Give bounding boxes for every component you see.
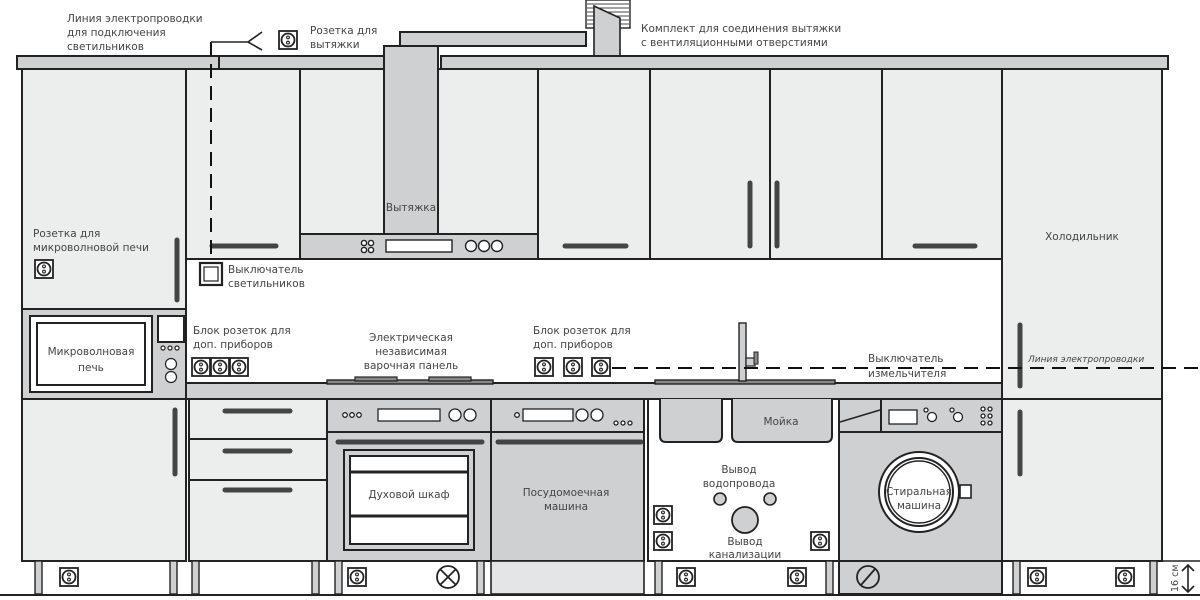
shredder-switch-label-1: Выключатель: [868, 353, 944, 365]
microwave-socket-label-1: Розетка для: [33, 228, 100, 240]
wiring-lights-label-2: для подключения: [67, 27, 166, 39]
socket-block-mid-icons: [534, 357, 611, 377]
hob-label-2: независимая: [375, 346, 447, 358]
vent-outlet-icon: [436, 565, 460, 589]
sewer-outlet-icon: [731, 506, 759, 534]
plinth-dimension: 16 см: [1170, 563, 1195, 594]
hob-label-3: варочная панель: [364, 360, 458, 372]
upper-top-board-right: [440, 55, 1169, 70]
hob-label-1: Электрическая: [369, 332, 453, 344]
dishwasher-label-2: машина: [544, 501, 588, 513]
fridge-label: Холодильник: [1045, 231, 1119, 243]
socket-block-mid-label-2: доп. приборов: [533, 339, 613, 351]
wiring-lights-label-1: Линия электропроводки: [67, 13, 203, 25]
socket-block-left-icons: [191, 357, 249, 377]
socket-block-left-label-2: доп. приборов: [193, 339, 273, 351]
hood-label: Вытяжка: [386, 202, 436, 214]
microwave-socket-label-2: микроволновой печи: [33, 242, 149, 254]
socket-block-mid-label-1: Блок розеток для: [533, 325, 631, 337]
hood-socket-lead: [211, 31, 263, 51]
plinth-height-label: 16 см: [1170, 565, 1181, 593]
water-outlet-label-1: Вывод: [721, 464, 756, 476]
water-outlet-right-icon: [763, 492, 777, 506]
washer-label-1: Стиральная: [886, 486, 952, 498]
oven-label: Духовой шкаф: [368, 489, 449, 501]
hob: [326, 376, 494, 385]
vent-kit-label-2: с вентиляционными отверстиями: [641, 37, 828, 49]
microwave-label-1: Микроволновая: [48, 346, 135, 358]
oven: Духовой шкаф: [326, 398, 492, 562]
washing-machine: Стиральная машина: [838, 398, 1003, 562]
upper-top-board-left: [16, 55, 220, 70]
light-switch-icon: [198, 261, 224, 287]
dishwasher-label-1: Посудомоечная: [523, 487, 610, 499]
washer-label-2: машина: [897, 500, 941, 512]
sink-label: Мойка: [763, 416, 798, 428]
fridge: Холодильник: [1001, 68, 1163, 562]
drain-outlet-icon: [856, 565, 880, 589]
light-switch-label-2: светильников: [228, 278, 305, 290]
upper-cabinets: [21, 68, 1003, 310]
microwave-column: Микроволновая печь: [21, 308, 187, 562]
microwave-label-2: печь: [78, 362, 104, 374]
sewer-outlet-label-1: Вывод: [727, 536, 762, 548]
wiring-lights-label-3: светильников: [67, 41, 144, 53]
dishwasher: Посудомоечная машина: [490, 398, 645, 562]
vent-kit-label-1: Комплект для соединения вытяжки: [641, 23, 841, 35]
countertop: [185, 382, 1003, 400]
microwave-socket-icon: [34, 259, 54, 279]
drawer-unit: [188, 398, 328, 562]
vent-kit: [585, 0, 631, 61]
shredder-switch-label-2: измельчителя: [868, 368, 946, 380]
wiring-line-label: Линия электропроводки: [1027, 355, 1144, 365]
hood: Вытяжка: [299, 202, 539, 260]
chimney-top: [399, 31, 587, 47]
hood-socket-icon: [278, 30, 298, 50]
sink-cabinet: Мойка Вывод водопровода Вывод канализаци…: [647, 398, 840, 562]
water-outlet-left-icon: [713, 492, 727, 506]
plinth: [34, 560, 1200, 595]
faucet: [654, 322, 836, 385]
socket-block-left-label-1: Блок розеток для: [193, 325, 291, 337]
light-switch-label-1: Выключатель: [228, 264, 304, 276]
upper-top-board-mid: [218, 55, 401, 70]
hood-socket-label-1: Розетка для: [310, 25, 377, 37]
sewer-outlet-label-2: канализации: [709, 549, 781, 561]
hood-socket-label-2: вытяжки: [310, 39, 360, 51]
water-outlet-label-2: водопровода: [703, 478, 776, 490]
